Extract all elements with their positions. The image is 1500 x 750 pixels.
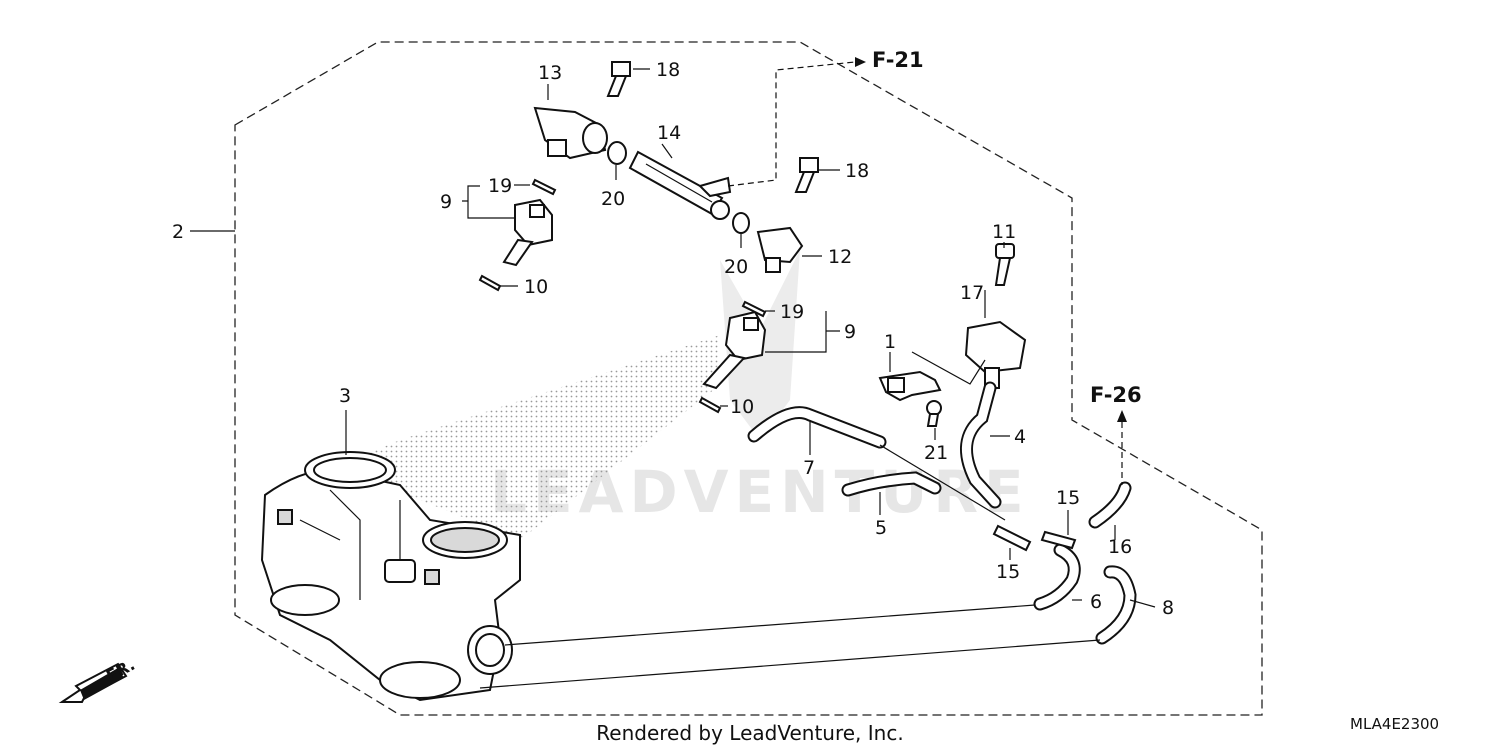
assembly-boundary <box>234 41 1263 716</box>
hose-part-5[interactable] <box>841 471 942 497</box>
reference-f21[interactable]: F-21 <box>872 48 924 72</box>
callout-8: 8 <box>1162 597 1174 619</box>
joint-part-15a[interactable] <box>1040 530 1077 550</box>
callout-13: 13 <box>538 62 562 84</box>
callout-9: 9 <box>844 321 856 343</box>
hose-part-7[interactable] <box>747 406 887 449</box>
joint-part-15b[interactable] <box>992 524 1032 552</box>
callout-14: 14 <box>657 122 681 144</box>
callout-1: 1 <box>884 331 896 353</box>
o-ring-part-20a[interactable] <box>607 141 627 165</box>
callout-17: 17 <box>960 282 984 304</box>
hose-part-16[interactable] <box>1088 481 1132 529</box>
bolt-part-18a[interactable] <box>606 61 631 97</box>
callout-7: 7 <box>803 457 815 479</box>
o-ring-part-20b[interactable] <box>732 212 750 234</box>
seal-part-10a[interactable] <box>478 274 502 292</box>
leader-lines <box>190 57 1156 689</box>
seal-part-19b[interactable] <box>741 300 767 318</box>
bracket-part-1[interactable] <box>878 370 942 402</box>
callout-2: 2 <box>172 221 184 243</box>
callout-12: 12 <box>828 246 852 268</box>
callout-16: 16 <box>1108 536 1132 558</box>
callout-4: 4 <box>1014 426 1026 448</box>
callout-21: 21 <box>924 442 948 464</box>
callout-9: 9 <box>440 191 452 213</box>
callout-20: 20 <box>724 256 748 278</box>
front-direction-arrow-icon <box>58 662 128 703</box>
callout-3: 3 <box>339 385 351 407</box>
diagram-code: MLA4E2300 <box>1350 715 1439 733</box>
callout-10: 10 <box>730 396 754 418</box>
injector-part-9a[interactable] <box>502 198 553 267</box>
callout-18: 18 <box>656 59 680 81</box>
bolt-part-18b[interactable] <box>794 157 819 193</box>
bolt-part-21[interactable] <box>926 400 942 427</box>
callout-15: 15 <box>996 561 1020 583</box>
bolt-part-11[interactable] <box>994 243 1015 286</box>
callout-15: 15 <box>1056 487 1080 509</box>
cap-part-12[interactable] <box>756 226 804 273</box>
callout-19: 19 <box>780 301 804 323</box>
sensor-part-13[interactable] <box>533 106 608 160</box>
callout-6: 6 <box>1090 591 1102 613</box>
map-sensor-part-17[interactable] <box>964 320 1027 389</box>
spray-pattern <box>330 335 720 540</box>
callout-20: 20 <box>601 188 625 210</box>
callout-18: 18 <box>845 160 869 182</box>
callout-19: 19 <box>488 175 512 197</box>
seal-part-10b[interactable] <box>698 396 722 414</box>
throttle-body-part[interactable] <box>260 451 521 702</box>
fuel-pipe-part-14[interactable] <box>628 150 732 220</box>
callout-10: 10 <box>524 276 548 298</box>
callout-11: 11 <box>992 221 1016 243</box>
hose-part-6[interactable] <box>1033 543 1081 611</box>
hose-part-4[interactable] <box>960 381 1002 509</box>
reference-f26[interactable]: F-26 <box>1090 383 1142 407</box>
seal-part-19a[interactable] <box>531 178 557 196</box>
callout-5: 5 <box>875 517 887 539</box>
hose-part-8[interactable] <box>1095 565 1137 645</box>
footer-credit: Rendered by LeadVenture, Inc. <box>596 721 903 745</box>
